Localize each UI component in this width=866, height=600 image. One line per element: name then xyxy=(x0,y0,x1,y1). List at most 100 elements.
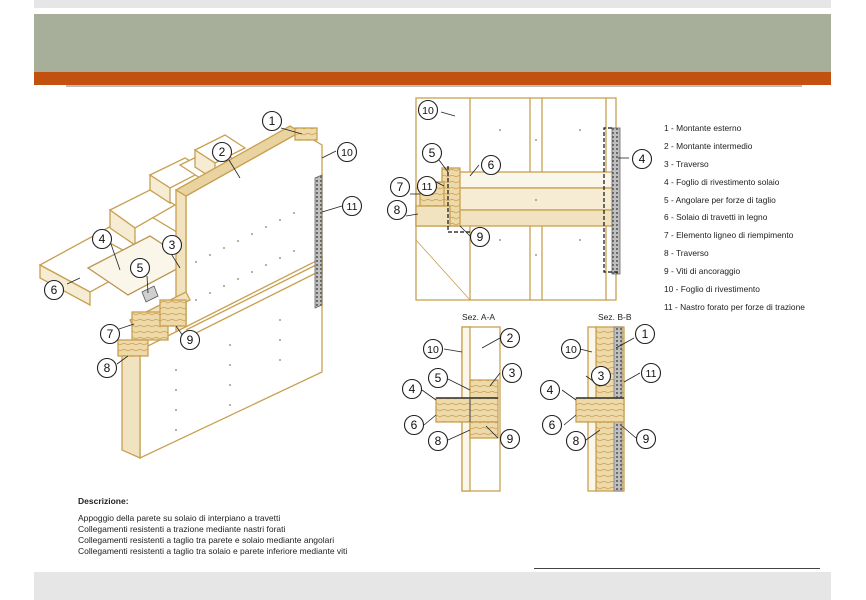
callout-bb-6: 6 xyxy=(541,414,563,436)
callout-number: 6 xyxy=(488,158,495,172)
description-line: Collegamenti resistenti a taglio tra par… xyxy=(78,535,335,545)
angle-bracket xyxy=(141,285,159,303)
callout-number: 10 xyxy=(422,105,434,117)
callout-number: 8 xyxy=(104,361,111,375)
callout-number: 4 xyxy=(99,232,106,246)
description-title: Descrizione: xyxy=(78,496,129,506)
callout-number: 8 xyxy=(435,434,442,448)
callout-number: 10 xyxy=(427,344,439,356)
description-line: Appoggio della parete su solaio di inter… xyxy=(78,513,281,523)
legend-item: 1 - Montante esterno xyxy=(664,123,742,133)
header-shadow xyxy=(66,85,802,87)
callout-number: 5 xyxy=(137,261,144,275)
perforated-tape xyxy=(314,174,323,309)
callout-number: 4 xyxy=(409,382,416,396)
legend-item: 6 - Solaio di travetti in legno xyxy=(664,212,768,223)
callout-number: 5 xyxy=(435,371,442,385)
callout-number: 9 xyxy=(507,432,514,446)
callout-number: 4 xyxy=(639,152,646,166)
callout-number: 6 xyxy=(411,418,418,432)
callout-number: 11 xyxy=(422,181,433,193)
callout-number: 6 xyxy=(51,283,58,297)
callout-bb-10: 10 xyxy=(560,338,582,360)
callout-plan-7: 7 xyxy=(389,176,411,198)
callout-number: 2 xyxy=(507,331,514,345)
footer-line xyxy=(534,568,820,569)
legend-item: 9 - Viti di ancoraggio xyxy=(664,266,741,277)
callout-iso-10: 10 xyxy=(336,141,358,163)
section-bb xyxy=(561,326,641,492)
callout-plan-6: 6 xyxy=(480,154,502,176)
callout-number: 9 xyxy=(643,432,650,446)
callout-plan-11: 11 xyxy=(416,175,438,197)
callout-plan-4: 4 xyxy=(631,148,653,170)
callout-number: 11 xyxy=(347,201,358,213)
callout-number: 1 xyxy=(269,114,276,128)
ledger-beam xyxy=(117,291,191,357)
callout-number: 2 xyxy=(219,145,226,159)
legend-item: 5 - Angolare per forze di taglio xyxy=(664,194,776,205)
callout-number: 11 xyxy=(646,368,657,380)
callout-iso-11: 11 xyxy=(341,195,363,217)
header-band xyxy=(34,14,831,72)
callout-bb-1: 1 xyxy=(634,323,656,345)
legend-item: 8 - Traverso xyxy=(664,248,709,259)
callout-number: 9 xyxy=(477,230,484,244)
callout-number: 7 xyxy=(107,327,114,341)
legend-item: 4 - Foglio di rivestimento solaio xyxy=(664,176,780,187)
callout-bb-8: 8 xyxy=(565,430,587,452)
perforated-tape-elevation xyxy=(611,127,621,275)
callout-number: 8 xyxy=(573,434,580,448)
callout-number: 10 xyxy=(565,344,577,356)
section-aa-label: Sez. A-A xyxy=(462,312,496,322)
callout-plan-5: 5 xyxy=(421,142,443,164)
isometric-view xyxy=(38,125,343,460)
section-bb-label: Sez. B-B xyxy=(598,312,632,322)
callout-plan-8: 8 xyxy=(386,199,408,221)
callout-aa-5: 5 xyxy=(427,367,449,389)
callout-bb-9: 9 xyxy=(635,428,657,450)
callout-number: 10 xyxy=(341,147,353,159)
callout-iso-2: 2 xyxy=(211,141,233,163)
callout-bb-4: 4 xyxy=(539,379,561,401)
callout-number: 9 xyxy=(187,333,194,347)
callout-iso-8: 8 xyxy=(96,357,118,379)
callout-iso-3: 3 xyxy=(161,234,183,256)
accent-stripe xyxy=(34,72,831,85)
callout-aa-3: 3 xyxy=(501,362,523,384)
callout-number: 3 xyxy=(169,238,176,252)
top-bar xyxy=(34,0,831,8)
callout-iso-9: 9 xyxy=(179,329,201,351)
legend: 1 - Montante esterno 2 - Montante interm… xyxy=(664,120,805,317)
callout-number: 3 xyxy=(598,369,605,383)
description-line: Collegamenti resistenti a trazione media… xyxy=(78,524,286,534)
bottom-bar xyxy=(34,572,831,600)
callout-iso-7: 7 xyxy=(99,323,121,345)
callout-plan-9: 9 xyxy=(469,226,491,248)
legend-item: 2 - Montante intermedio xyxy=(664,140,753,151)
callout-aa-4: 4 xyxy=(401,378,423,400)
callout-iso-1: 1 xyxy=(261,110,283,132)
legend-item: 10 - Foglio di rivestimento xyxy=(664,284,760,295)
callout-aa-8: 8 xyxy=(427,430,449,452)
callout-iso-5: 5 xyxy=(129,257,151,279)
callout-number: 3 xyxy=(509,366,516,380)
callout-plan-10: 10 xyxy=(417,99,439,121)
lower-wall xyxy=(121,256,323,460)
callout-number: 8 xyxy=(394,203,401,217)
description-line: Collegamenti resistenti a taglio tra sol… xyxy=(78,546,348,556)
callout-number: 5 xyxy=(429,146,436,160)
callout-number: 4 xyxy=(547,383,554,397)
callout-aa-2: 2 xyxy=(499,327,521,349)
legend-item: 3 - Traverso xyxy=(664,158,709,169)
legend-item: 7 - Elemento ligneo di riempimento xyxy=(664,230,794,241)
callout-aa-6: 6 xyxy=(403,414,425,436)
callout-aa-9: 9 xyxy=(499,428,521,450)
callout-aa-10: 10 xyxy=(422,338,444,360)
callout-bb-11: 11 xyxy=(640,362,662,384)
callout-iso-6: 6 xyxy=(43,279,65,301)
callout-bb-3: 3 xyxy=(590,365,612,387)
section-aa xyxy=(421,326,501,492)
